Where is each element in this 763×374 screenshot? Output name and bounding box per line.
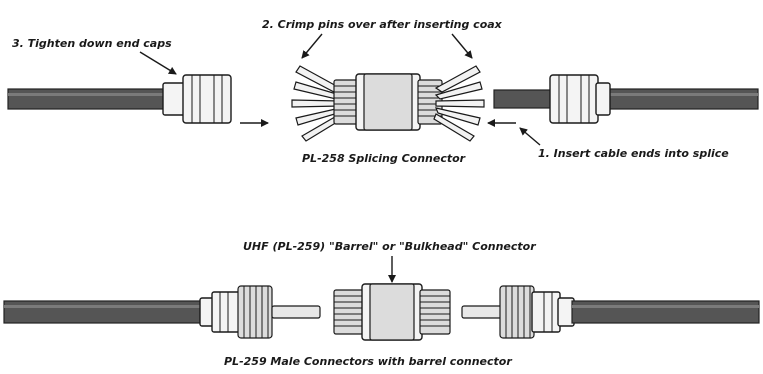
right-end-cap-top bbox=[550, 75, 610, 123]
pointer-crimp-right bbox=[452, 34, 472, 58]
left-end-cap-top bbox=[163, 75, 231, 123]
right-pl259-male bbox=[462, 286, 574, 338]
pointer-tighten-caps bbox=[140, 52, 176, 74]
left-pl259-male bbox=[200, 286, 320, 338]
pointer-insert-cable bbox=[520, 128, 540, 145]
label-barrel-connector: UHF (PL-259) "Barrel" or "Bulkhead" Conn… bbox=[243, 240, 536, 253]
top-splice-assembly bbox=[8, 34, 758, 145]
splice-left-collar bbox=[334, 80, 358, 124]
pointer-crimp-left bbox=[302, 34, 322, 58]
left-coax-cable-bottom bbox=[4, 301, 202, 323]
barrel-connector bbox=[334, 284, 450, 340]
label-crimp-pins: 2. Crimp pins over after inserting coax bbox=[262, 18, 503, 31]
label-male-connectors: PL-259 Male Connectors with barrel conne… bbox=[224, 355, 512, 368]
label-tighten-caps: 3. Tighten down end caps bbox=[12, 37, 172, 50]
label-splicing-connector: PL-258 Splicing Connector bbox=[302, 152, 466, 165]
left-coax-cable-top bbox=[8, 89, 186, 109]
label-insert-cable: 1. Insert cable ends into splice bbox=[538, 147, 729, 160]
splice-right-fingers bbox=[434, 66, 484, 141]
splice-connector bbox=[292, 66, 484, 141]
right-coax-cable-bottom bbox=[572, 301, 759, 323]
bottom-barrel-assembly bbox=[4, 256, 759, 340]
right-coax-cable-top bbox=[494, 89, 758, 109]
